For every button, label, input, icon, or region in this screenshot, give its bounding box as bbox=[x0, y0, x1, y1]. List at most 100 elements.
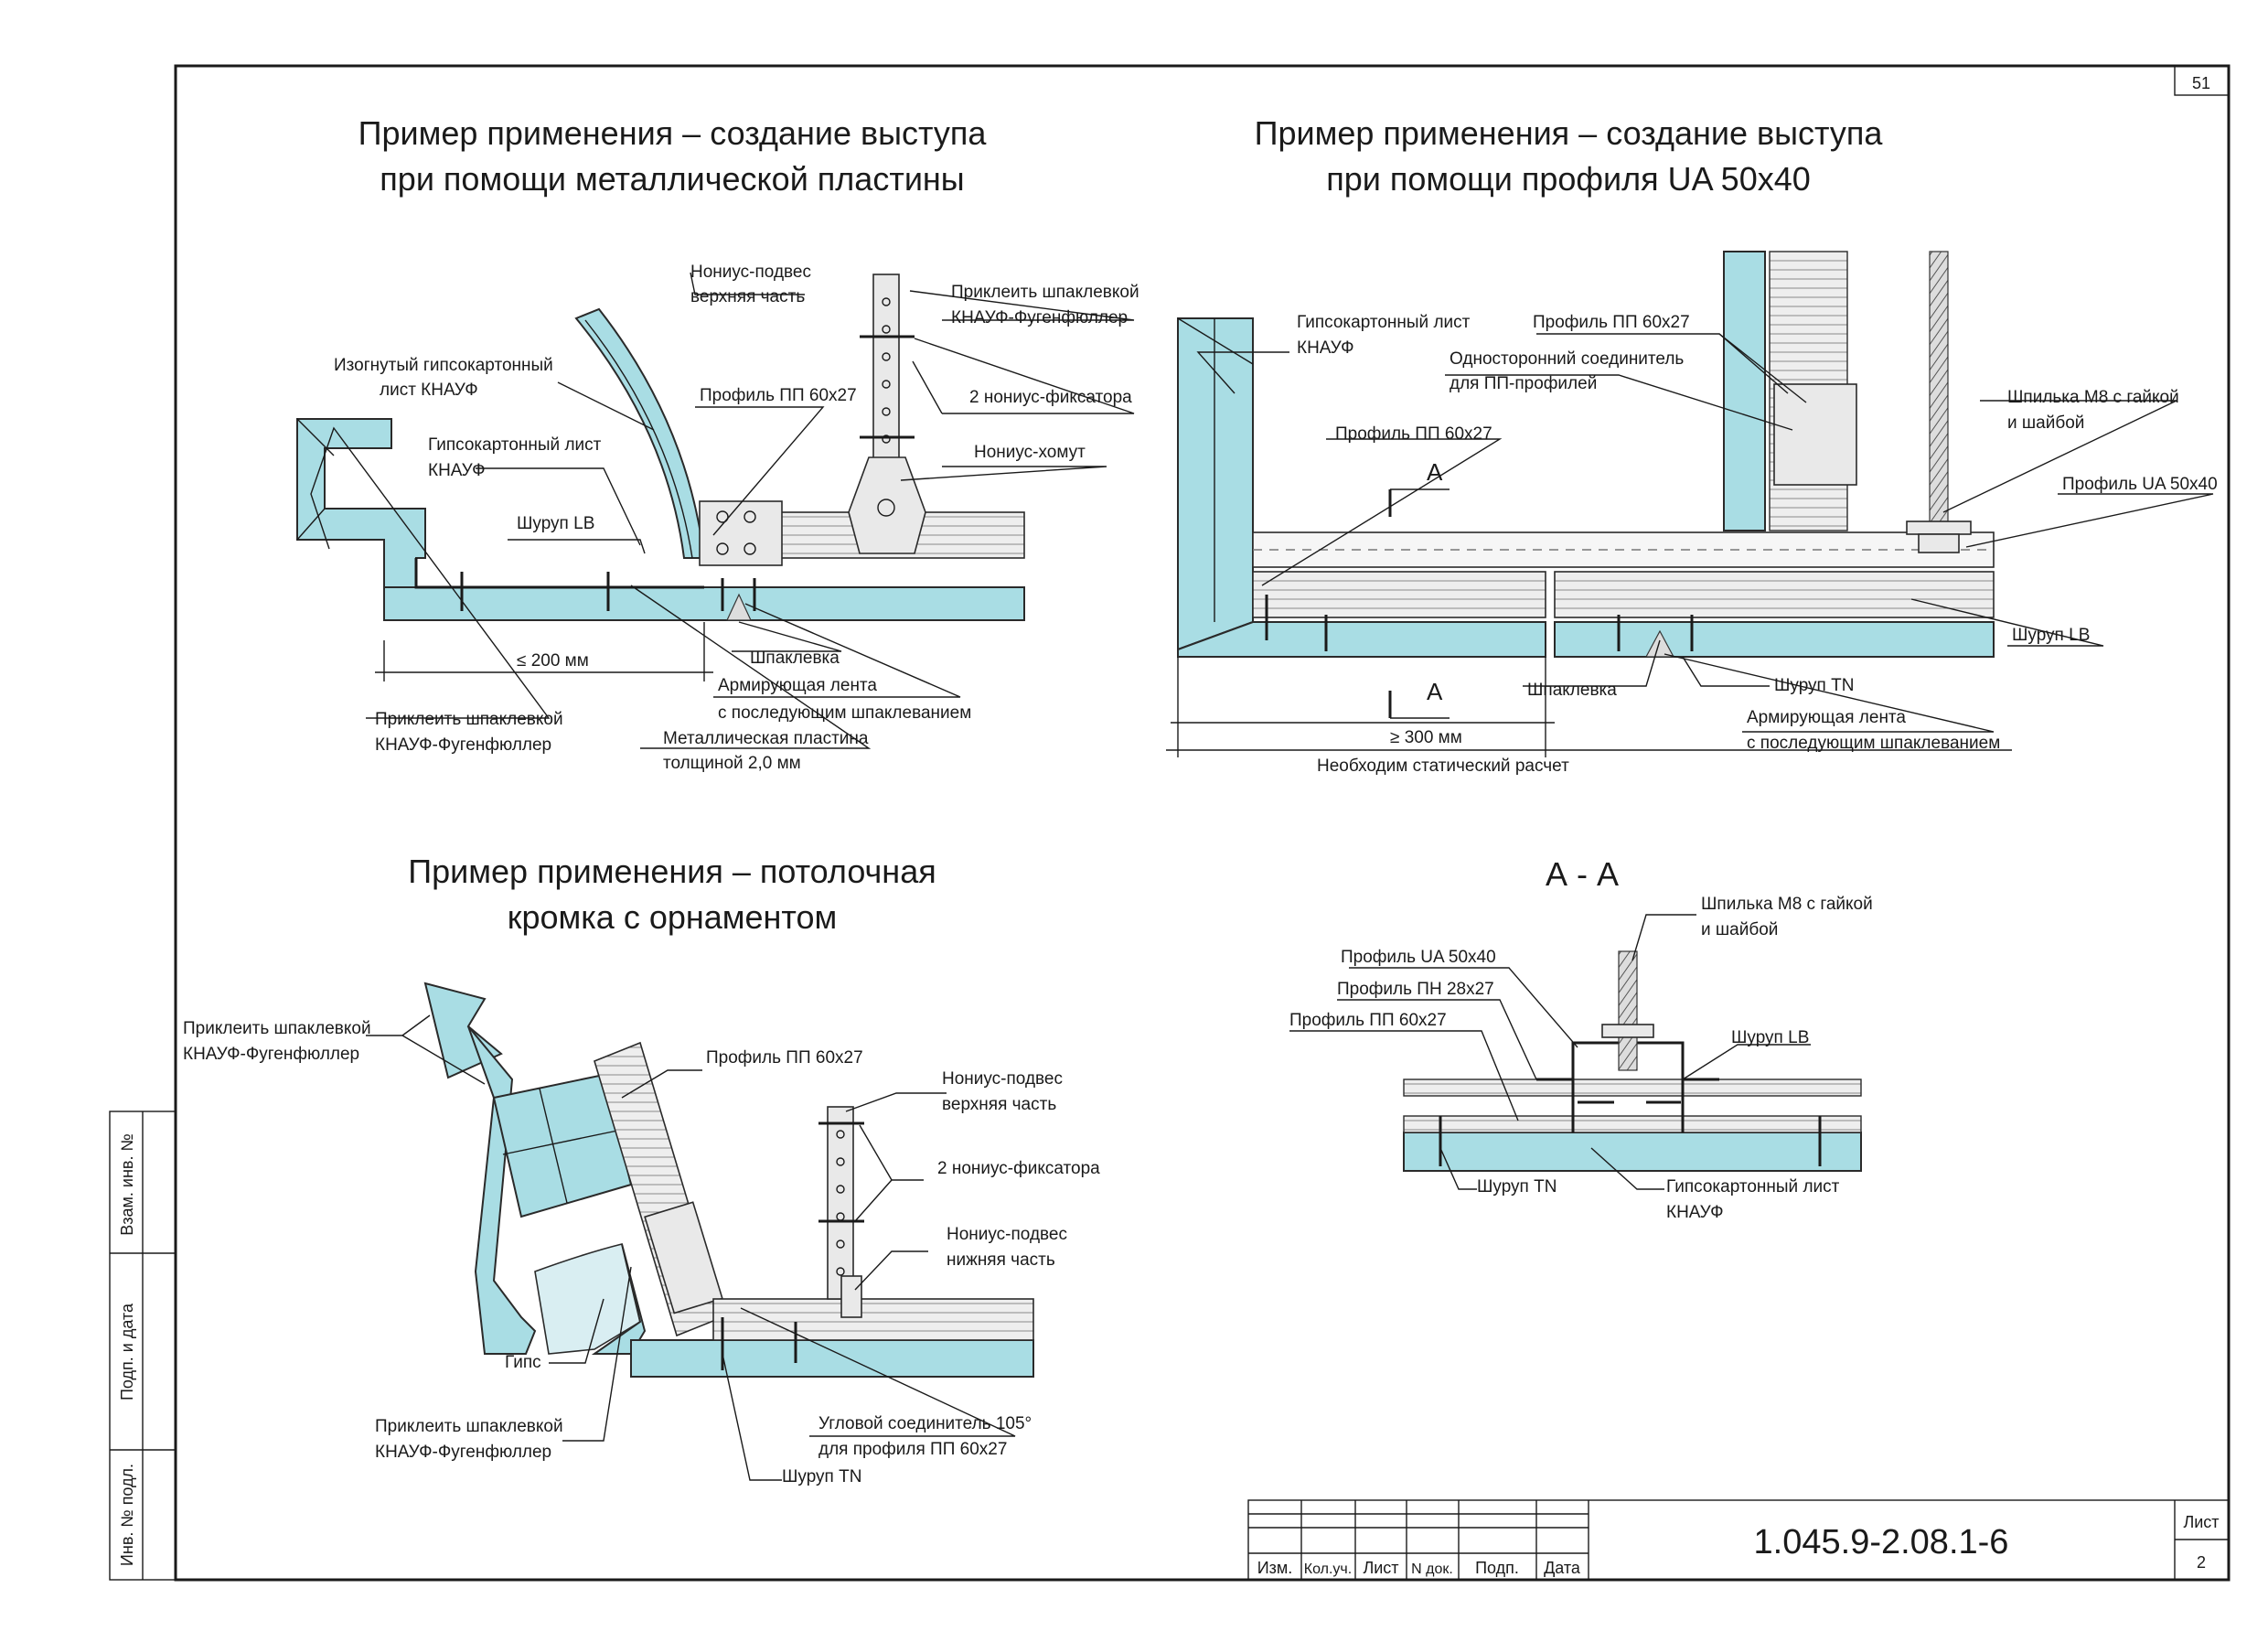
fig4-title: А - А bbox=[1546, 855, 1619, 893]
fig4-label-gkl-2: КНАУФ bbox=[1666, 1203, 1724, 1222]
fig4-label-ua: Профиль UA 50х40 bbox=[1341, 948, 1496, 967]
page-number-box bbox=[2174, 65, 2230, 96]
fig3-label-fix: 2 нониус-фиксатора bbox=[937, 1159, 1100, 1178]
fig1-label-putty: Шпаклевка bbox=[750, 649, 840, 668]
fig1-label-glue-a-2: КНАУФ-Фугенфюллер bbox=[951, 308, 1128, 327]
fig1-title-line1: Пример применения – создание выступа bbox=[358, 114, 988, 152]
fig2-label-conn-1: Односторонний соединитель bbox=[1450, 349, 1684, 369]
fig4-label-screw-lb: Шуруп LB bbox=[1731, 1028, 1809, 1047]
fig2-upper-board bbox=[1723, 251, 1766, 531]
fig2-pp-right bbox=[1554, 571, 1995, 618]
fig1-nonius-clamp bbox=[848, 456, 926, 554]
fig1-label-glue-a-1: Приклеить шпаклевкой bbox=[951, 283, 1139, 302]
stamp-col-data: Дата bbox=[1544, 1559, 1581, 1577]
fig3-label-nonius-bot-2: нижняя часть bbox=[947, 1250, 1055, 1270]
fig2-label-stud-2: и шайбой bbox=[2007, 413, 2084, 433]
fig3-label-glue-b-1: Приклеить шпаклевкой bbox=[375, 1417, 563, 1436]
stamp-col-ndok: N док. bbox=[1411, 1561, 1453, 1577]
fig1-metal-plate: Пример применения – создание выступа при… bbox=[296, 114, 1139, 773]
fig3-corner-connector bbox=[644, 1201, 723, 1314]
fig1-label-nonius-top-1: Нониус-подвес bbox=[690, 263, 811, 282]
fig1-label-dim: ≤ 200 мм bbox=[517, 651, 589, 671]
sheet-number: 2 bbox=[2197, 1553, 2206, 1572]
side-fields: Взам. инв. № Подп. и дата Инв. № подл. bbox=[109, 1111, 177, 1581]
fig1-label-glue-b-2: КНАУФ-Фугенфюллер bbox=[375, 735, 551, 755]
fig1-label-screw: Шуруп LB bbox=[517, 514, 594, 533]
fig3-label-pp: Профиль ПП 60х27 bbox=[706, 1048, 863, 1068]
side-field-inv: Взам. инв. № bbox=[118, 1133, 136, 1236]
fig3-label-glue-b-2: КНАУФ-Фугенфюллер bbox=[375, 1443, 551, 1462]
fig4-label-screw-tn: Шуруп TN bbox=[1477, 1177, 1557, 1196]
document-code: 1.045.9-2.08.1-6 bbox=[1754, 1523, 2009, 1561]
fig4-label-pp: Профиль ПП 60х27 bbox=[1289, 1011, 1447, 1030]
stamp-col-kol: Кол.уч. bbox=[1304, 1561, 1352, 1577]
fig1-ceiling-board bbox=[383, 586, 1025, 621]
fig2-title-line2: при помощи профиля UA 50х40 bbox=[1326, 160, 1811, 198]
fig2-ceiling-board-right bbox=[1554, 621, 1995, 658]
fig2-label-screw-tn: Шуруп TN bbox=[1774, 676, 1854, 695]
fig2-label-gkl-2: КНАУФ bbox=[1297, 338, 1354, 358]
fig2-label-pp-b: Профиль ПП 60х27 bbox=[1335, 424, 1492, 444]
fig2-label-tape-1: Армирующая лента bbox=[1747, 708, 1906, 727]
fig2-label-tape-2: с последующим шпаклеванием bbox=[1747, 734, 2000, 753]
fig3-label-corner-1: Угловой соединитель 105° bbox=[818, 1414, 1032, 1433]
side-field-sign: Подп. и дата bbox=[118, 1303, 136, 1400]
fig4-label-stud-1: Шпилька М8 с гайкой bbox=[1701, 895, 1873, 914]
fig3-gypsum bbox=[534, 1243, 641, 1355]
fig4-threaded-stud bbox=[1618, 950, 1638, 1071]
stamp-col-list: Лист bbox=[1363, 1559, 1398, 1577]
stamp-col-izm: Изм. bbox=[1257, 1559, 1293, 1577]
fig3-ceiling-board bbox=[630, 1339, 1034, 1378]
fig3-ornament-edge: Пример применения – потолочная кромка с … bbox=[183, 853, 1100, 1486]
fig2-label-calc: Необходим статический расчет bbox=[1317, 756, 1569, 776]
fig4-pp-bottom bbox=[1403, 1115, 1862, 1133]
side-field-orig: Инв. № подл. bbox=[118, 1464, 136, 1566]
fig3-nonius bbox=[827, 1106, 854, 1300]
fig2-section-mark-top: А bbox=[1427, 458, 1443, 486]
fig2-label-ua: Профиль UA 50х40 bbox=[2062, 475, 2218, 494]
stamp-col-podp: Подп. bbox=[1475, 1559, 1519, 1577]
fig3-label-corner-2: для профиля ПП 60х27 bbox=[818, 1440, 1007, 1459]
fig2-label-dim: ≥ 300 мм bbox=[1390, 728, 1462, 747]
fig4-pp-top bbox=[1403, 1078, 1862, 1097]
fig4-label-pn: Профиль ПН 28х27 bbox=[1337, 980, 1494, 999]
fig4-board bbox=[1403, 1132, 1862, 1172]
fig3-label-nonius-top-2: верхняя часть bbox=[942, 1095, 1056, 1114]
outer-frame bbox=[174, 64, 2231, 1582]
fig3-title-line1: Пример применения – потолочная bbox=[408, 853, 936, 890]
fig1-label-bent-2: лист КНАУФ bbox=[380, 381, 478, 400]
fig2-ceiling-board-left bbox=[1177, 621, 1546, 658]
fig3-label-nonius-top-1: Нониус-подвес bbox=[942, 1069, 1063, 1089]
fig4-label-gkl-1: Гипсокартонный лист bbox=[1666, 1177, 1840, 1196]
fig2-ua-profile: Пример применения – создание выступа при… bbox=[1166, 114, 2218, 776]
fig4-label-stud-2: и шайбой bbox=[1701, 920, 1778, 939]
fig2-label-gkl-1: Гипсокартонный лист bbox=[1297, 313, 1471, 332]
fig3-label-glue-a-1: Приклеить шпаклевкой bbox=[183, 1019, 371, 1038]
fig2-title-line1: Пример применения – создание выступа bbox=[1255, 114, 1884, 152]
fig1-label-bent-1: Изогнутый гипсокартонный bbox=[334, 356, 553, 375]
sheet-frame: 51 bbox=[174, 64, 2231, 1582]
fig1-metal-plate bbox=[414, 558, 704, 589]
fig1-label-pp: Профиль ПП 60х27 bbox=[700, 386, 857, 405]
title-block: Изм. Кол.уч. Лист N док. Подп. Дата 1.04… bbox=[1247, 1499, 2230, 1581]
fig2-label-stud-1: Шпилька М8 с гайкой bbox=[2007, 388, 2179, 407]
fig2-label-putty: Шпаклевка bbox=[1527, 681, 1617, 700]
fig1-label-fix: 2 нониус-фиксатора bbox=[969, 388, 1132, 407]
fig2-section-mark-bottom: А bbox=[1427, 678, 1443, 705]
fig3-label-glue-a-2: КНАУФ-Фугенфюллер bbox=[183, 1045, 359, 1064]
fig2-label-pp-a: Профиль ПП 60х27 bbox=[1533, 313, 1690, 332]
fig2-connector bbox=[1773, 383, 1857, 486]
fig2-pp-left bbox=[1252, 571, 1546, 618]
fig2-label-conn-2: для ПП-профилей bbox=[1450, 374, 1597, 393]
fig1-label-tape-2: с последующим шпаклеванием bbox=[718, 703, 971, 723]
fig3-label-screw: Шуруп TN bbox=[782, 1467, 861, 1486]
page-number: 51 bbox=[2192, 74, 2210, 92]
fig1-label-gkl-1: Гипсокартонный лист bbox=[428, 435, 602, 455]
fig2-label-screw-lb: Шуруп LB bbox=[2012, 626, 2090, 645]
fig1-label-tape-1: Армирующая лента bbox=[718, 676, 877, 695]
fig1-label-plate-2: толщиной 2,0 мм bbox=[663, 754, 801, 773]
fig1-label-nonius-top-2: верхняя часть bbox=[690, 287, 805, 306]
fig3-label-nonius-bot-1: Нониус-подвес bbox=[947, 1225, 1067, 1244]
